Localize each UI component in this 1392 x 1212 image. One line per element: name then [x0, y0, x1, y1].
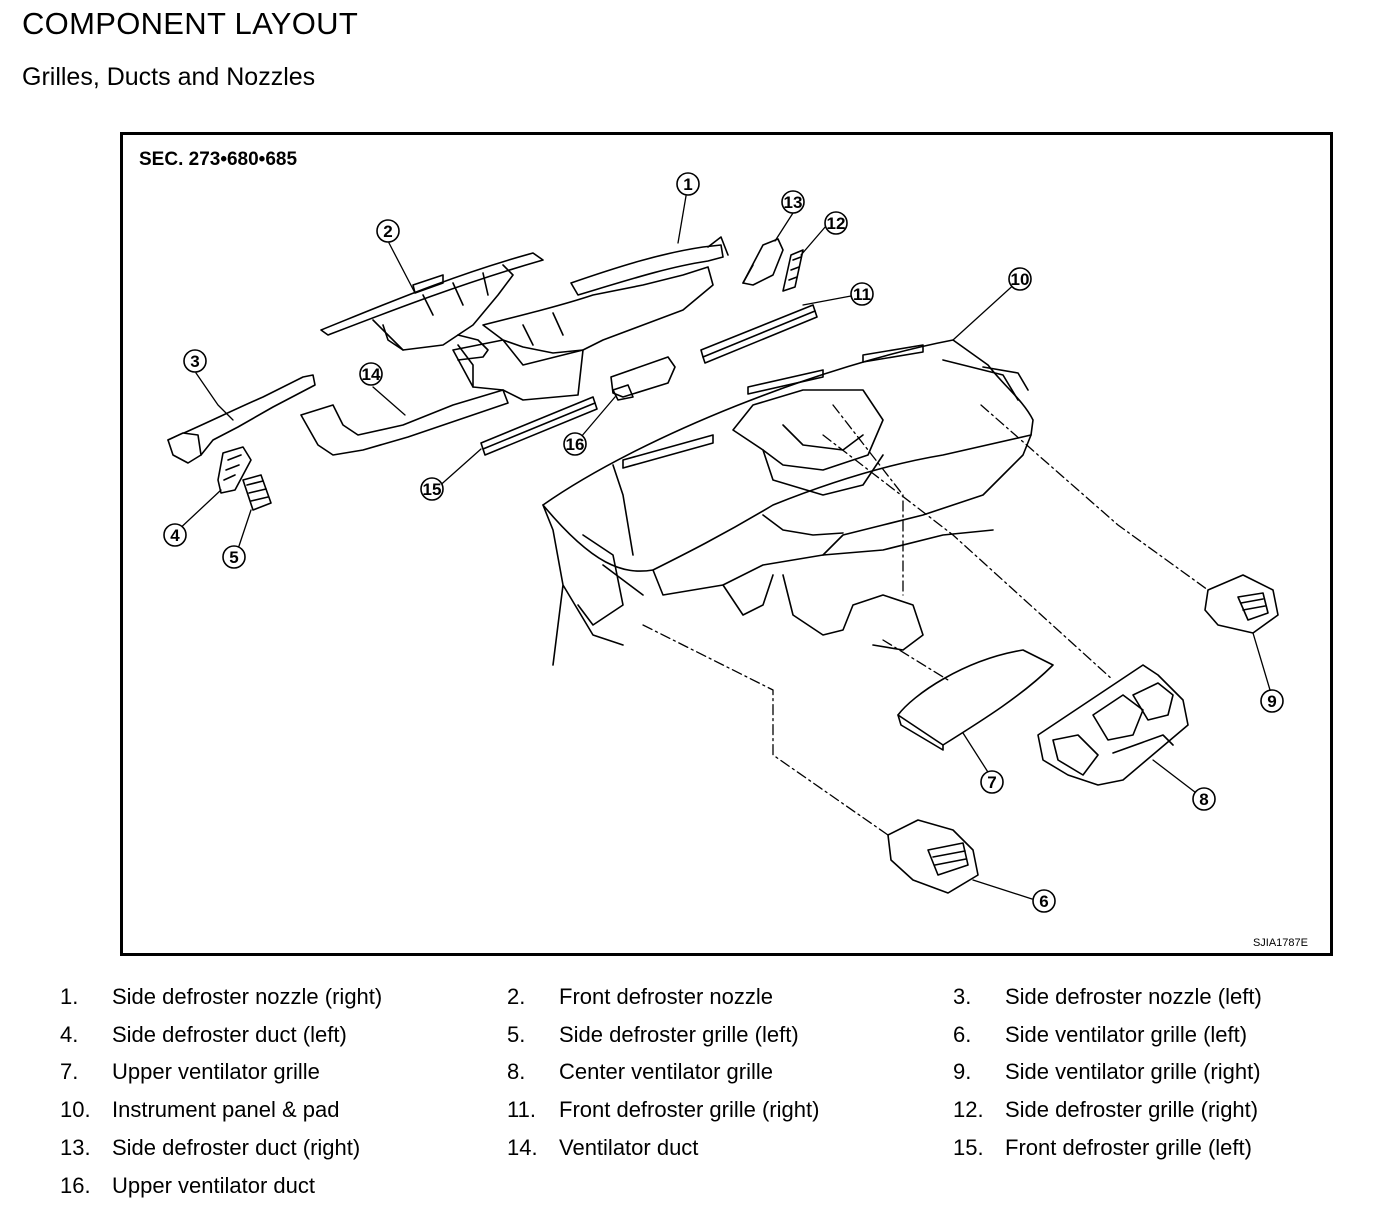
section-code: SEC. 273•680•685	[139, 149, 298, 170]
legend-label: Front defroster grille (left)	[1005, 1135, 1252, 1160]
svg-text:6: 6	[1039, 892, 1048, 911]
legend-label: Upper ventilator duct	[112, 1173, 315, 1198]
callout-9: 9	[1260, 689, 1284, 713]
callout-7: 7	[980, 770, 1004, 794]
svg-text:7: 7	[987, 773, 996, 792]
legend-number: 6.	[953, 1022, 972, 1047]
side-defroster-nozzle-right-part	[452, 236, 729, 401]
side-ventilator-grille-right-part	[1204, 574, 1279, 634]
legend-number: 11.	[507, 1097, 536, 1122]
legend-label: Side ventilator grille (right)	[1005, 1059, 1261, 1084]
callout-13: 13	[781, 190, 805, 214]
callout-6: 6	[1032, 889, 1056, 913]
upper-ventilator-grille-part	[897, 649, 1054, 751]
callout-11: 11	[850, 282, 874, 306]
svg-text:15: 15	[423, 480, 442, 499]
side-defroster-duct-left-part	[217, 446, 252, 494]
legend-number: 12.	[953, 1097, 984, 1122]
legend-number: 13.	[60, 1135, 91, 1160]
legend-number: 9.	[953, 1059, 972, 1084]
svg-text:9: 9	[1267, 692, 1276, 711]
callout-10: 10	[1008, 267, 1032, 291]
svg-text:5: 5	[229, 548, 238, 567]
legend-label: Ventilator duct	[559, 1135, 699, 1160]
callout-1: 1	[676, 172, 700, 196]
legend-number: 16.	[60, 1173, 91, 1198]
legend-label: Front defroster nozzle	[559, 984, 773, 1009]
diagram-frame: 1 2 3 4 5 6 7 8 9 10 11 12 13 14 15 16 S…	[120, 132, 1333, 956]
callout-leaders	[174, 195, 1274, 900]
legend-label: Side defroster grille (right)	[1005, 1097, 1259, 1122]
side-ventilator-grille-left-part	[887, 819, 979, 894]
legend-label: Upper ventilator grille	[112, 1059, 320, 1084]
svg-text:8: 8	[1199, 790, 1208, 809]
legend-number: 3.	[953, 984, 972, 1009]
leader-lines	[642, 404, 1209, 836]
center-ventilator-grille-part	[1037, 664, 1189, 786]
side-defroster-duct-right-part	[742, 238, 784, 286]
legend-number: 4.	[60, 1022, 79, 1047]
side-defroster-grille-left-part	[242, 474, 272, 511]
callout-5: 5	[222, 545, 246, 569]
svg-text:4: 4	[170, 526, 180, 545]
legend-number: 7.	[60, 1059, 79, 1084]
component-diagram: 1 2 3 4 5 6 7 8 9 10 11 12 13 14 15 16	[163, 172, 1284, 913]
side-defroster-grille-right-part	[782, 249, 804, 292]
callout-markers: 1 2 3 4 5 6 7 8 9 10 11 12 13 14 15 16	[163, 172, 1284, 913]
legend-label: Side defroster nozzle (right)	[112, 984, 383, 1009]
svg-text:2: 2	[383, 222, 392, 241]
svg-text:16: 16	[566, 435, 585, 454]
side-defroster-nozzle-left-part	[167, 374, 316, 464]
legend-label: Center ventilator grille	[559, 1059, 773, 1084]
callout-2: 2	[376, 219, 400, 243]
legend-label: Front defroster grille (right)	[559, 1097, 820, 1122]
front-defroster-nozzle-part	[320, 252, 544, 361]
svg-text:12: 12	[827, 214, 846, 233]
callout-15: 15	[420, 477, 444, 501]
legend-number: 2.	[507, 984, 526, 1009]
svg-text:14: 14	[362, 365, 381, 384]
legend-label: Side defroster duct (left)	[112, 1022, 347, 1047]
svg-text:13: 13	[784, 193, 803, 212]
front-defroster-grille-left-part	[480, 396, 598, 456]
legend-number: 1.	[60, 984, 79, 1009]
legend-number: 14.	[507, 1135, 538, 1160]
callout-14: 14	[359, 362, 383, 386]
svg-text:11: 11	[853, 285, 871, 304]
svg-text:10: 10	[1011, 270, 1030, 289]
legend-label: Side defroster duct (right)	[112, 1135, 361, 1160]
legend-label: Side ventilator grille (left)	[1005, 1022, 1248, 1047]
legend-number: 8.	[507, 1059, 526, 1084]
legend-number: 10.	[60, 1097, 91, 1122]
callout-3: 3	[183, 349, 207, 373]
callout-12: 12	[824, 211, 848, 235]
svg-text:3: 3	[190, 352, 199, 371]
front-defroster-grille-right-part	[700, 304, 818, 364]
svg-text:1: 1	[683, 175, 692, 194]
page-title: COMPONENT LAYOUT	[22, 6, 359, 41]
instrument-panel-part	[542, 339, 1034, 666]
legend-number: 5.	[507, 1022, 526, 1047]
legend-label: Side defroster grille (left)	[559, 1022, 799, 1047]
image-code: SJIA1787E	[1252, 937, 1308, 949]
legend-label: Instrument panel & pad	[112, 1097, 340, 1122]
callout-4: 4	[163, 523, 187, 547]
callout-16: 16	[563, 432, 587, 456]
legend-label: Side defroster nozzle (left)	[1005, 984, 1262, 1009]
legend-number: 15.	[953, 1135, 984, 1160]
upper-ventilator-duct-part	[610, 356, 676, 401]
page-subtitle: Grilles, Ducts and Nozzles	[22, 63, 316, 91]
callout-8: 8	[1192, 787, 1216, 811]
ventilator-duct-part	[300, 389, 509, 456]
